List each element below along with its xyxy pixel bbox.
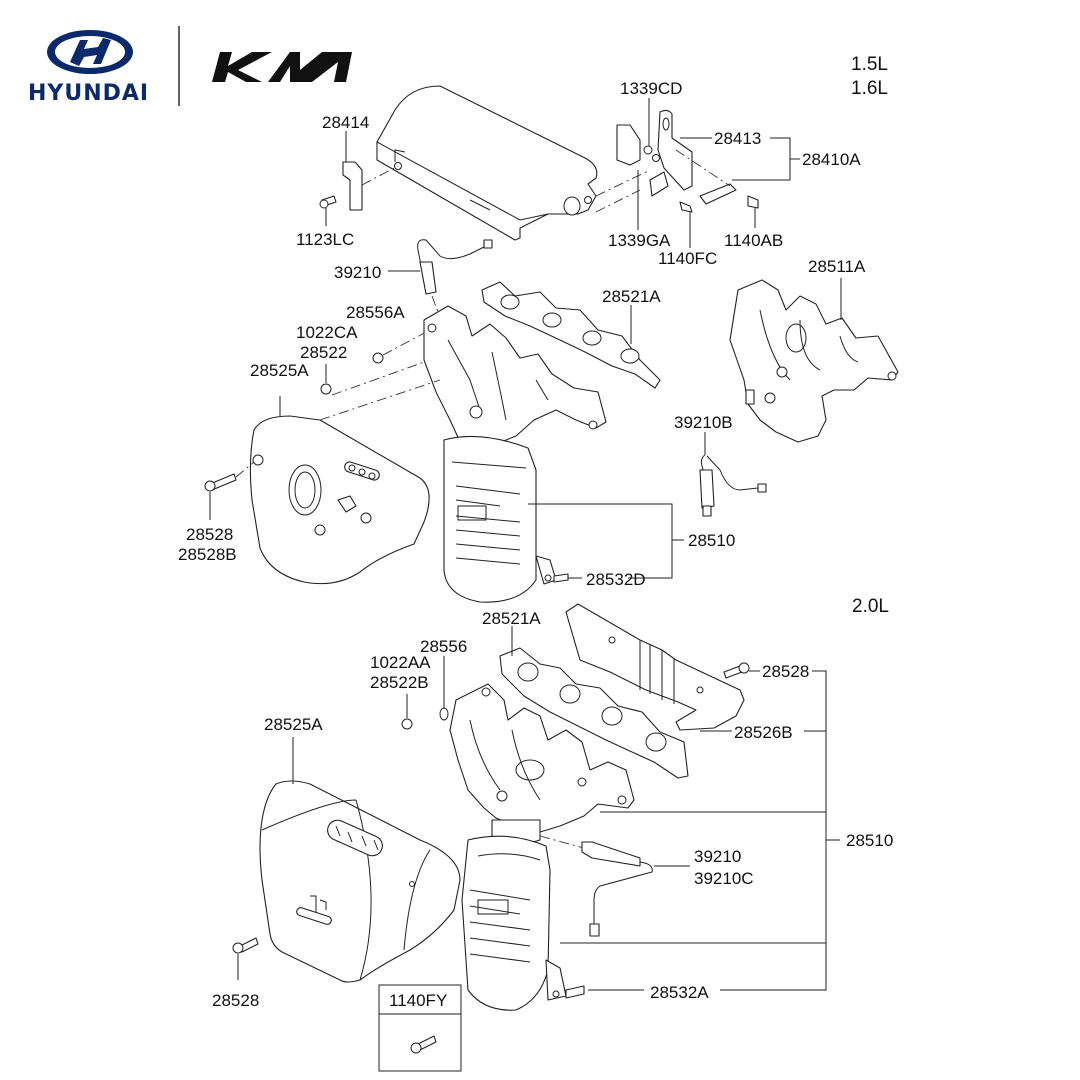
bracket-28414-part	[342, 131, 399, 211]
bolt-28528-left-part	[232, 937, 259, 980]
part-label-28410a: 28410A	[802, 150, 861, 169]
bolt-28528-right-part	[723, 662, 760, 679]
part-label-28526b: 28526B	[734, 723, 793, 742]
part-label-28556a: 28556A	[346, 303, 405, 322]
bracket-line	[732, 137, 800, 181]
bracket-28413-part	[595, 109, 759, 213]
part-label-39210b: 39210B	[674, 413, 733, 432]
hyundai-wordmark: HYUNDAI	[28, 81, 149, 106]
part-label-1140fc: 1140FC	[658, 249, 717, 268]
engine-variant-label: 1.5L	[851, 54, 888, 75]
bolt-28528-part	[204, 461, 255, 520]
part-label-1339ga: 1339GA	[608, 231, 671, 250]
engine-variant-label: 1.6L	[851, 78, 888, 99]
kia-emblem-icon	[212, 52, 272, 82]
part-label-28413: 28413	[714, 129, 761, 148]
part-label-28556: 28556	[420, 637, 467, 656]
nut-part	[401, 656, 449, 730]
kia-logo	[212, 52, 352, 82]
gasket-28521a-part	[481, 281, 661, 389]
oxygen-sensor-39210-part	[388, 239, 493, 295]
part-label-28532a: 28532A	[650, 983, 709, 1002]
part-label-28528-right: 28528	[762, 662, 809, 681]
part-label-28521a: 28521A	[602, 287, 661, 306]
part-label-28528-left: 28528	[212, 991, 259, 1010]
part-label-28521a-bottom: 28521A	[482, 609, 541, 628]
heat-protector-28525a-bottom-part	[259, 737, 461, 983]
part-label-1022aa: 1022AA	[370, 653, 431, 672]
part-label-28414: 28414	[322, 113, 369, 132]
part-label-39210c: 39210C	[694, 869, 754, 888]
part-label-28525a-bottom: 28525A	[264, 715, 323, 734]
part-label-28528: 28528	[186, 525, 233, 544]
part-label-1140ab: 1140AB	[724, 231, 783, 250]
part-label-39210-bottom: 39210	[694, 847, 741, 866]
upper-heat-shield-part	[376, 85, 598, 241]
heat-protector-28525a-part	[249, 379, 441, 585]
heat-protector-28526b-part	[565, 603, 745, 732]
part-label-1140fy: 1140FY	[389, 991, 447, 1010]
bracket-line	[560, 670, 840, 991]
part-label-28525a: 28525A	[250, 361, 309, 380]
gasket-28521a-bottom-part	[499, 626, 689, 779]
exhaust-manifold-28511a-part	[729, 278, 899, 443]
part-label-28522b: 28522B	[370, 673, 429, 692]
bolt-icon	[410, 1035, 437, 1054]
part-label-1022ca: 1022CA	[296, 323, 358, 342]
exhaust-manifold-28510-bottom-part	[449, 683, 644, 1011]
part-label-28510: 28510	[688, 531, 735, 550]
nut-part	[320, 329, 431, 396]
part-label-39210: 39210	[334, 263, 381, 282]
part-label-1339cd: 1339CD	[620, 79, 682, 98]
callout-box-1140fy: 1140FY	[378, 984, 462, 1072]
part-label-28510-bottom: 28510	[846, 831, 893, 850]
oxygen-sensor-39210b-part	[699, 432, 767, 517]
oxygen-sensor-39210-bottom-part	[539, 835, 690, 937]
part-label-28528b: 28528B	[178, 545, 237, 564]
engine-variant-label: 2.0L	[852, 596, 889, 617]
part-label-28522: 28522	[300, 343, 347, 362]
part-label-28511a: 28511A	[808, 257, 866, 276]
exhaust-manifold-28510-part	[423, 305, 607, 603]
hyundai-logo: HYUNDAI	[28, 30, 149, 106]
bracket-line	[528, 503, 684, 579]
part-label-1123lc: 1123LC	[296, 230, 354, 249]
part-label-28532d: 28532D	[586, 570, 646, 589]
bolt-1123lc-part	[319, 195, 337, 226]
